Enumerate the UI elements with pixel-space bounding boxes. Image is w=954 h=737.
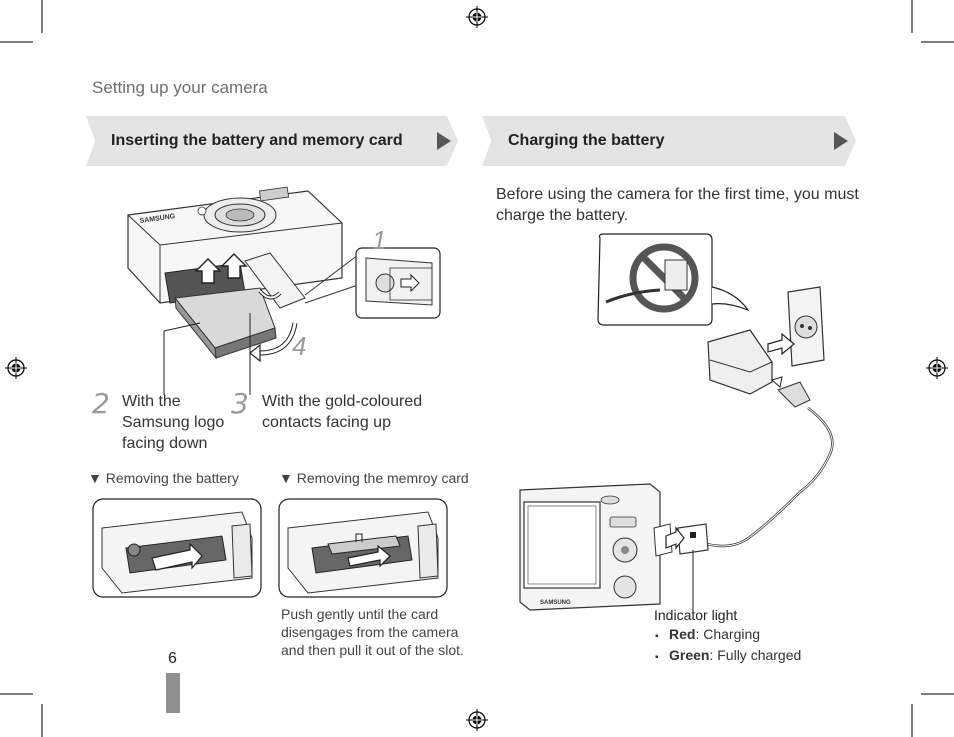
battery-insertion-illustration: SAMSUNG 1 4 — [127, 186, 441, 395]
banner-charging-label: Charging the battery — [508, 132, 665, 149]
page-tab — [166, 673, 180, 713]
step-2-number: 2 — [92, 387, 110, 420]
removing-battery-illustration — [92, 498, 262, 598]
registration-mark-bottom — [466, 709, 488, 731]
removing-battery-heading: ▼ Removing the battery — [88, 470, 239, 486]
card-note-line: and then pull it out of the slot. — [281, 642, 464, 658]
intro-line: charge the battery. — [496, 207, 629, 224]
camera-brand-text: SAMSUNG — [540, 600, 571, 606]
charging-illustration: SAMSUNG — [519, 233, 834, 612]
bullet-icon: ▪ — [655, 631, 659, 642]
card-note-line: Push gently until the card — [281, 606, 439, 622]
step-3-line: contacts facing up — [262, 414, 391, 431]
arrow-right-icon — [437, 132, 451, 150]
indicator-item-green: ▪Green: Fully charged — [655, 646, 801, 667]
step-2-text: With the Samsung logo facing down — [122, 391, 224, 454]
callout-1: 1 — [372, 225, 386, 255]
indicator-light-title: Indicator light — [654, 607, 738, 623]
step-2-line: Samsung logo — [122, 414, 225, 431]
removing-card-heading: ▼ Removing the memroy card — [279, 470, 469, 486]
banner-charging — [482, 116, 856, 166]
step-3-line: With the gold-coloured — [262, 393, 423, 410]
indicator-light-icon — [690, 532, 696, 538]
indicator-item-red: ▪Red: Charging — [655, 625, 801, 646]
callout-4: 4 — [292, 331, 306, 361]
charging-intro: Before using the camera for the first ti… — [496, 184, 859, 226]
page-title: Setting up your camera — [92, 78, 268, 97]
page-number: 6 — [168, 650, 177, 667]
triangle-down-icon: ▼ — [88, 470, 102, 486]
banner-inserting — [86, 116, 458, 166]
step-3-text: With the gold-coloured contacts facing u… — [262, 391, 422, 433]
step-2-line: With the — [122, 393, 181, 410]
banner-inserting-label: Inserting the battery and memory card — [111, 132, 403, 149]
card-note-line: disengages from the camera — [281, 624, 459, 640]
registration-mark-top — [466, 6, 488, 28]
camera-brand-text: SAMSUNG — [139, 213, 176, 225]
step-2-line: facing down — [122, 435, 208, 452]
registration-mark-left — [5, 357, 27, 379]
indicator-light-info: Indicator light ▪Red: Charging ▪Green: F… — [654, 606, 801, 667]
step-3-number: 3 — [231, 387, 249, 420]
bullet-icon: ▪ — [655, 652, 659, 663]
removing-card-illustration — [278, 498, 448, 598]
intro-line: Before using the camera for the first ti… — [496, 186, 859, 203]
card-removal-note: Push gently until the card disengages fr… — [281, 605, 464, 659]
arrow-right-icon — [834, 132, 848, 150]
triangle-down-icon: ▼ — [279, 470, 293, 486]
registration-mark-right — [926, 357, 948, 379]
